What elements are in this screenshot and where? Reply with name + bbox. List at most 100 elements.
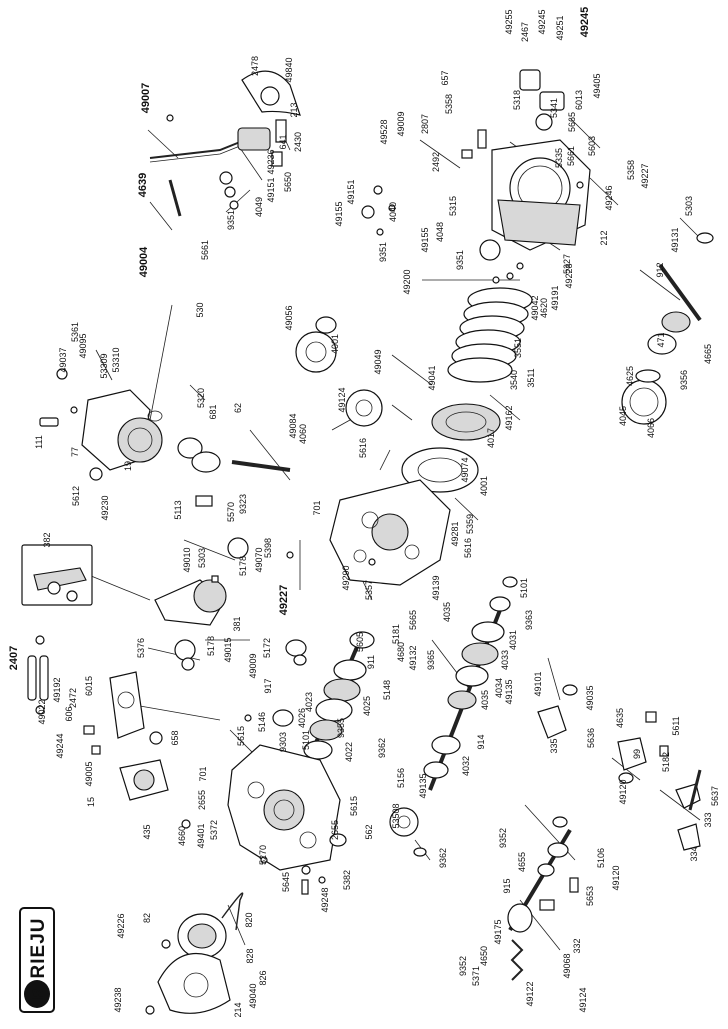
crankshaft-assembly (21, 537, 249, 671)
part-label-5603: 5603 (587, 136, 597, 156)
part-label-5341: 5341 (549, 98, 559, 118)
part-label-5146: 5146 (257, 712, 267, 732)
part-label-19: 19 (123, 461, 133, 471)
part-label-5636: 5636 (586, 728, 596, 748)
part-label-5315: 5315 (448, 196, 458, 216)
part-label-641: 641 (278, 134, 288, 149)
part-label-4001b: 4001 (479, 476, 489, 496)
part-label-49120a: 49120 (618, 779, 628, 804)
part-label-657: 657 (440, 70, 450, 85)
part-label-5335: 5335 (554, 148, 564, 168)
part-label-49037: 49037 (58, 347, 68, 372)
part-label-5318: 5318 (512, 90, 522, 110)
part-label-49084: 49084 (288, 413, 298, 438)
part-label-49405: 49405 (592, 73, 602, 98)
part-label-4060: 4060 (298, 424, 308, 444)
part-label-49245a: 49245 (537, 9, 547, 34)
part-label-5327: 5327 (562, 254, 572, 274)
part-label-49151b: 49151 (346, 179, 356, 204)
part-label-5615b: 5615 (349, 796, 359, 816)
part-label-82: 82 (142, 913, 152, 923)
part-label-214: 214 (233, 1002, 243, 1017)
camshaft-assembly (621, 232, 714, 425)
part-label-332: 332 (572, 938, 582, 953)
part-label-914: 914 (476, 734, 486, 749)
part-label-111: 111 (34, 435, 44, 449)
part-label-212: 212 (599, 230, 609, 245)
part-label-49290: 49290 (341, 565, 351, 590)
part-label-4022: 4022 (344, 742, 354, 762)
cylinder-head-cover (461, 69, 591, 251)
part-label-4031: 4031 (508, 630, 518, 650)
part-label-49192: 49192 (52, 677, 62, 702)
part-label-4026: 4026 (297, 708, 307, 728)
part-label-4049: 4049 (254, 197, 264, 217)
part-label-4655: 4655 (517, 852, 527, 872)
part-label-5371: 5371 (471, 966, 481, 986)
part-label-2478: 2478 (250, 56, 260, 76)
part-label-912: 912 (655, 262, 665, 277)
part-label-9356: 9356 (679, 370, 689, 390)
part-label-49056: 49056 (284, 305, 294, 330)
part-label-5320: 5320 (196, 388, 206, 408)
part-label-5178a: 5178 (238, 556, 248, 576)
part-label-5372: 5372 (209, 820, 219, 840)
part-label-4660: 4660 (177, 826, 187, 846)
part-label-49015: 49015 (223, 637, 233, 662)
part-label-4620: 4620 (539, 298, 549, 318)
part-label-435: 435 (142, 824, 152, 839)
part-label-606: 606 (64, 706, 74, 721)
part-label-4680: 4680 (396, 642, 406, 662)
right-crankcase (329, 479, 451, 586)
part-label-5358b: 5358 (626, 160, 636, 180)
part-label-5361: 5361 (70, 322, 80, 342)
clutch-pack (361, 205, 533, 493)
part-label-2467: 2467 (520, 22, 530, 42)
part-label-2492: 2492 (431, 152, 441, 172)
sprocket (301, 807, 427, 895)
part-label-4001a: 4001 (330, 334, 340, 354)
part-label-49236: 49236 (266, 149, 276, 174)
part-label-4066: 4066 (646, 418, 656, 438)
part-label-5653: 5653 (585, 886, 595, 906)
part-label-9362b: 9362 (438, 848, 448, 868)
part-label-5178b: 5178 (206, 636, 216, 656)
part-label-5181: 5181 (391, 624, 401, 644)
part-label-49010: 49010 (182, 547, 192, 572)
part-label-49005: 49005 (84, 761, 94, 786)
part-label-15: 15 (86, 797, 96, 807)
part-label-49840: 49840 (284, 57, 294, 82)
part-label-49155a: 49155 (334, 201, 344, 226)
part-label-5615a: 5615 (236, 726, 246, 746)
part-label-5665a: 5665 (567, 112, 577, 132)
part-label-4017: 4017 (486, 428, 496, 448)
part-label-5156: 5156 (396, 768, 406, 788)
part-label-49135b: 49135 (418, 773, 428, 798)
part-label-49124b: 49124 (578, 987, 588, 1012)
part-label-5303b: 5303 (197, 548, 207, 568)
part-label-213: 213 (289, 102, 299, 117)
part-label-49227b: 49227 (278, 585, 290, 616)
part-label-4040: 4040 (388, 202, 398, 222)
part-label-49120b: 49120 (611, 865, 621, 890)
part-label-2407: 2407 (8, 646, 20, 670)
part-label-5637: 5637 (710, 786, 720, 806)
part-label-9352b: 9352 (458, 956, 468, 976)
part-label-49226: 49226 (116, 913, 126, 938)
part-label-49248: 49248 (320, 887, 330, 912)
part-label-77: 77 (70, 447, 80, 457)
part-label-820: 820 (244, 912, 254, 927)
part-label-658: 658 (170, 730, 180, 745)
part-label-49041: 49041 (427, 365, 437, 390)
part-label-381: 381 (232, 616, 242, 631)
part-label-99: 99 (632, 749, 642, 759)
part-label-530: 530 (195, 302, 205, 317)
part-label-49009a: 49009 (396, 111, 406, 136)
part-label-2655a: 2655 (197, 790, 207, 810)
part-label-5376: 5376 (136, 638, 146, 658)
part-label-9323: 9323 (238, 494, 248, 514)
part-label-4032: 4032 (461, 756, 471, 776)
part-label-49022: 49022 (37, 699, 47, 724)
primary-gears (295, 316, 383, 427)
part-label-49228: 49228 (564, 263, 574, 288)
